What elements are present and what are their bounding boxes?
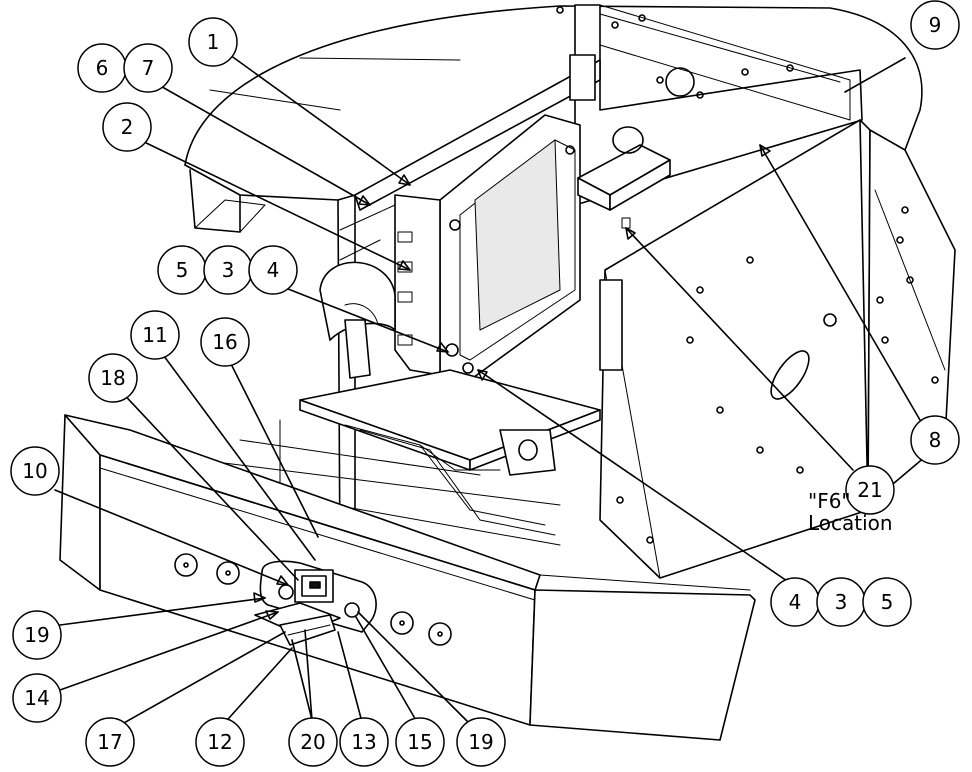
panel-holes	[556, 6, 939, 544]
svg-text:2: 2	[121, 115, 134, 139]
svg-text:5: 5	[881, 590, 894, 614]
callout-12: 12	[195, 717, 245, 767]
upper-canopy	[184, 5, 923, 233]
callout-8: 8	[910, 415, 960, 465]
svg-text:4: 4	[267, 258, 280, 282]
callout-3-upper: 3	[203, 245, 253, 295]
callout-3-lower: 3	[816, 577, 866, 627]
svg-text:6: 6	[96, 56, 109, 80]
svg-text:7: 7	[142, 56, 155, 80]
svg-text:19: 19	[24, 623, 49, 647]
svg-text:8: 8	[929, 428, 942, 452]
svg-text:19: 19	[468, 730, 493, 754]
callout-9: 9	[910, 0, 960, 50]
callout-20: 20	[288, 717, 338, 767]
svg-text:3: 3	[835, 590, 848, 614]
callout-15: 15	[395, 717, 445, 767]
svg-text:17: 17	[97, 730, 122, 754]
callout-4-upper: 4	[248, 245, 298, 295]
svg-text:16: 16	[212, 330, 237, 354]
svg-text:14: 14	[24, 686, 49, 710]
relay-block	[577, 126, 671, 229]
base-tray	[299, 369, 601, 476]
callout-5-lower: 5	[862, 577, 912, 627]
support-frame	[199, 419, 561, 551]
svg-text:5: 5	[176, 258, 189, 282]
callout-6: 6	[77, 43, 127, 93]
svg-text:3: 3	[222, 258, 235, 282]
svg-text:4: 4	[789, 590, 802, 614]
callout-13: 13	[339, 717, 389, 767]
receptacle-panel	[254, 560, 377, 646]
svg-text:20: 20	[300, 730, 325, 754]
callout-16: 16	[200, 317, 250, 367]
svg-text:10: 10	[22, 459, 47, 483]
svg-text:1: 1	[207, 30, 220, 54]
callout-17: 17	[85, 717, 135, 767]
svg-text:21: 21	[857, 478, 882, 502]
svg-text:11: 11	[142, 323, 167, 347]
callout-2: 2	[102, 102, 152, 152]
f6-note-label: "F6"	[808, 489, 851, 513]
callout-10: 10	[10, 446, 60, 496]
leader-lines	[54, 54, 921, 729]
callout-19-right: 19	[456, 717, 506, 767]
callout-18: 18	[88, 353, 138, 403]
svg-text:13: 13	[351, 730, 376, 754]
callout-14: 14	[12, 673, 62, 723]
callout-4-lower: 4	[770, 577, 820, 627]
svg-text:15: 15	[407, 730, 432, 754]
callout-21: 21	[845, 465, 895, 515]
svg-text:9: 9	[929, 13, 942, 37]
arrowheads	[253, 144, 771, 620]
callout-7: 7	[123, 43, 173, 93]
callout-11: 11	[130, 310, 180, 360]
svg-text:12: 12	[207, 730, 232, 754]
callout-19-left: 19	[12, 610, 62, 660]
disconnect-lever	[319, 261, 396, 379]
control-box	[394, 114, 581, 381]
callout-1: 1	[188, 17, 238, 67]
callout-5-upper: 5	[157, 245, 207, 295]
svg-text:18: 18	[100, 366, 125, 390]
location-note-label: Location	[808, 511, 893, 535]
